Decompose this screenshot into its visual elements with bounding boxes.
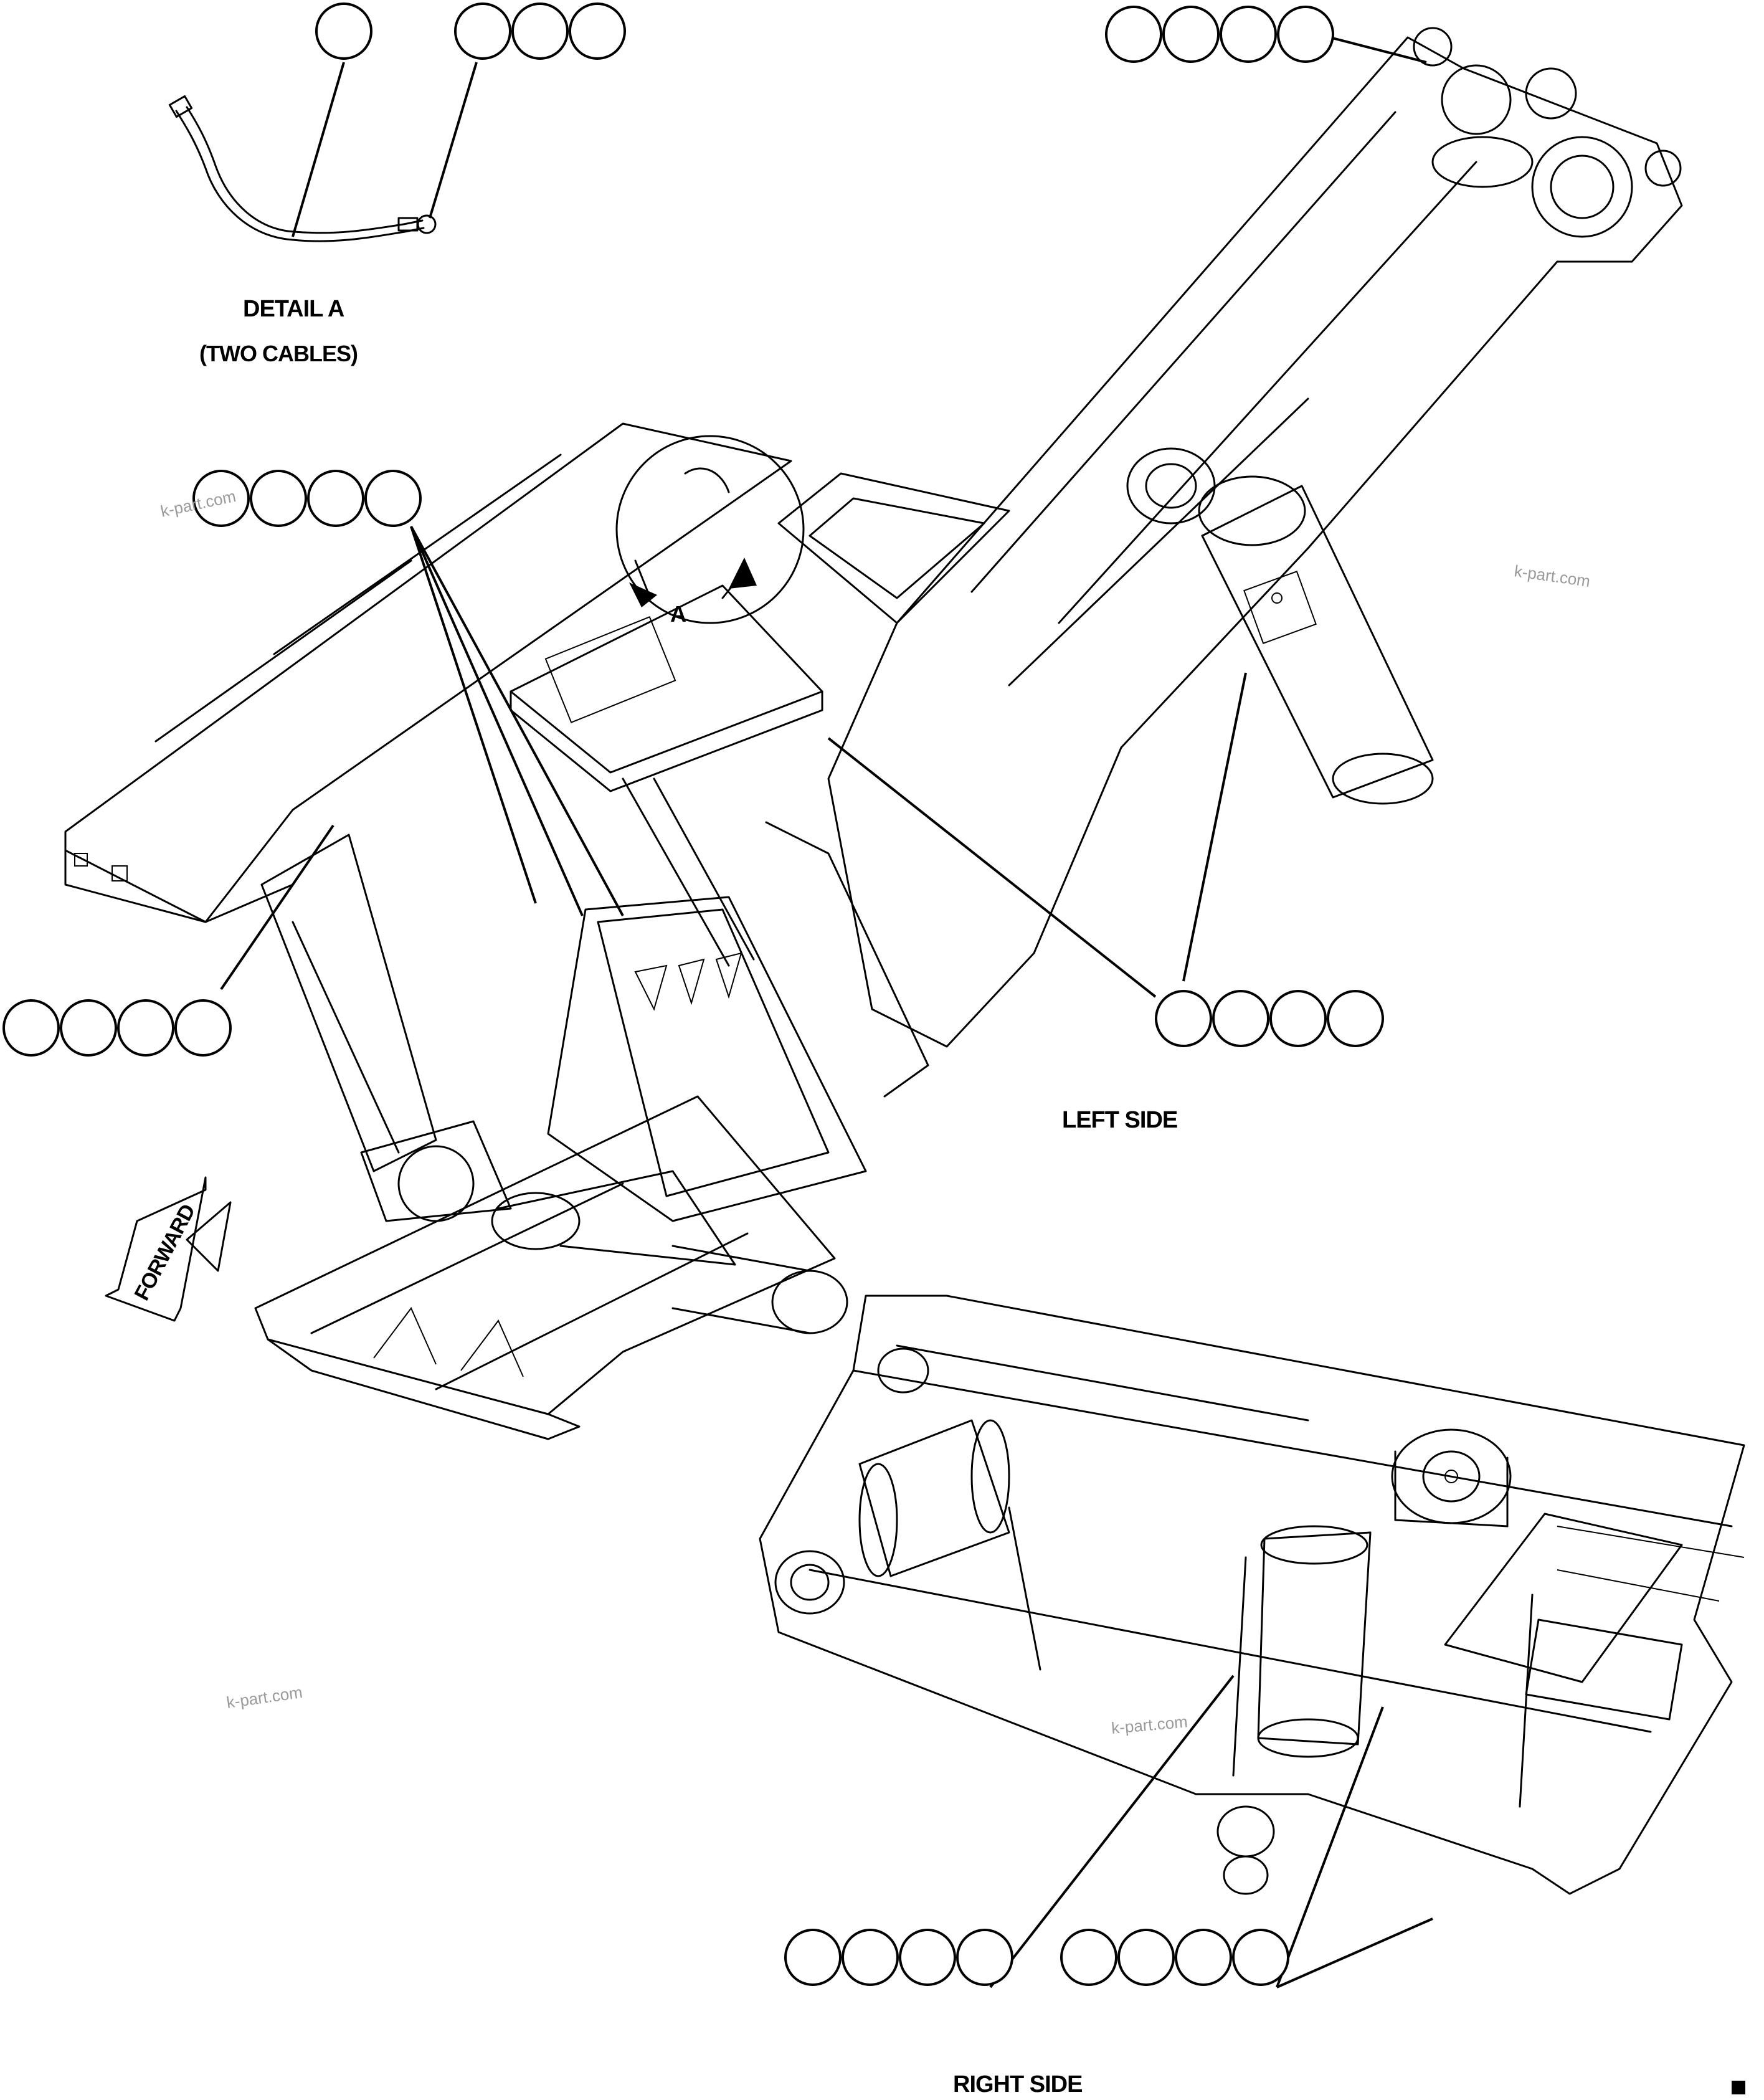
callout-bubble bbox=[569, 2, 626, 60]
watermark-text: k-part.com bbox=[225, 1683, 304, 1712]
callout-bubble bbox=[1220, 6, 1277, 63]
callout-bubble bbox=[899, 1929, 956, 1986]
callout-bubble bbox=[454, 2, 511, 60]
callout-bubble bbox=[174, 999, 232, 1057]
left-side-view-label: LEFT SIDE bbox=[1062, 1107, 1177, 1133]
watermark-text: k-part.com bbox=[1513, 561, 1591, 591]
callout-bubble bbox=[117, 999, 174, 1057]
callout-group bbox=[1105, 6, 1334, 63]
callout-bubble bbox=[1269, 990, 1327, 1047]
callout-bubble bbox=[784, 1929, 842, 1986]
callout-bubble bbox=[1155, 990, 1212, 1047]
callout-bubble bbox=[1212, 990, 1269, 1047]
watermark-text: k-part.com bbox=[1111, 1712, 1188, 1737]
callout-group bbox=[2, 999, 232, 1057]
callout-bubble bbox=[1277, 6, 1334, 63]
callout-bubble bbox=[364, 470, 422, 527]
callout-bubble bbox=[842, 1929, 899, 1986]
callout-bubble bbox=[315, 2, 372, 60]
right-side-frame-drawing bbox=[759, 1295, 1745, 1895]
callout-bubble bbox=[307, 470, 364, 527]
callout-bubble bbox=[2, 999, 60, 1057]
callout-bubble bbox=[250, 470, 307, 527]
callout-bubble bbox=[511, 2, 569, 60]
left-side-frame-drawing bbox=[64, 27, 1683, 1440]
detail-a-title: DETAIL A bbox=[243, 296, 344, 322]
forward-arrow: FORWARD bbox=[105, 1176, 232, 1322]
callout-bubble bbox=[1175, 1929, 1232, 1986]
forward-label: FORWARD bbox=[130, 1200, 201, 1304]
leader-lines bbox=[220, 36, 1433, 1988]
callout-bubble bbox=[1105, 6, 1162, 63]
callout-bubble bbox=[1060, 1929, 1117, 1986]
callout-bubbles bbox=[2, 2, 1384, 1986]
callout-bubble bbox=[1162, 6, 1220, 63]
callout-bubble bbox=[956, 1929, 1013, 1986]
callout-group bbox=[315, 2, 372, 60]
page-mark bbox=[1732, 2081, 1745, 2094]
callout-bubble bbox=[1232, 1929, 1289, 1986]
callout-group bbox=[784, 1929, 1013, 1986]
view-reference-letter: A bbox=[670, 601, 686, 627]
detail-a-subtitle: (TWO CABLES) bbox=[199, 341, 358, 366]
callout-bubble bbox=[192, 470, 250, 527]
callout-group bbox=[454, 2, 626, 60]
callout-group bbox=[1060, 1929, 1289, 1986]
callout-group bbox=[1155, 990, 1384, 1047]
right-side-view-label: RIGHT SIDE bbox=[953, 2071, 1082, 2098]
callout-bubble bbox=[60, 999, 117, 1057]
detail-a-cable-drawing bbox=[168, 95, 437, 242]
callout-bubble bbox=[1117, 1929, 1175, 1986]
callout-bubble bbox=[1327, 990, 1384, 1047]
callout-group bbox=[192, 470, 422, 527]
